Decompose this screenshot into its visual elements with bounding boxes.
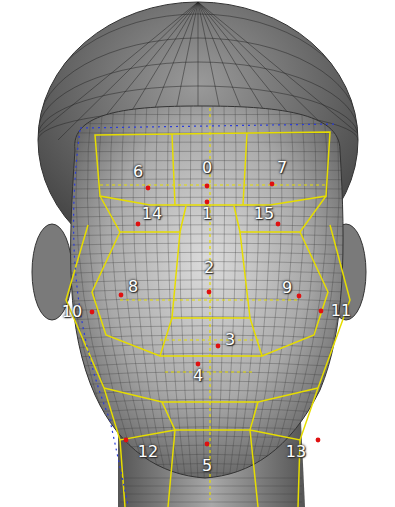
mesh-line [60, 307, 350, 310]
region-number: 3 [225, 331, 235, 349]
mesh-line [190, 100, 198, 485]
contour-dots [80, 124, 336, 128]
feature-point [146, 186, 151, 191]
mesh-line [110, 100, 156, 485]
mesh-line [222, 100, 236, 485]
mesh-line [60, 225, 350, 227]
region-outlines [66, 132, 350, 507]
feature-point [205, 184, 210, 189]
region-number: 13 [286, 443, 306, 461]
mesh-line [247, 100, 282, 485]
mesh-line [156, 100, 180, 485]
region-number: 1 [202, 205, 212, 223]
mesh-line [60, 482, 350, 489]
mesh-line [99, 100, 150, 485]
side-outline [66, 225, 350, 388]
mesh-line [60, 289, 350, 292]
mesh-line [60, 445, 350, 451]
region-number: 5 [202, 457, 212, 475]
mesh-line [259, 100, 305, 485]
feature-point [90, 310, 95, 315]
region-number: 14 [142, 205, 162, 223]
feature-point [270, 182, 275, 187]
mesh-line [60, 252, 350, 254]
mesh-line [60, 114, 350, 115]
region-number: 15 [254, 205, 274, 223]
mesh-line [120, 478, 302, 479]
feature-points [90, 182, 324, 447]
mesh-line [120, 486, 302, 487]
mesh-line [167, 100, 186, 485]
mesh-line [271, 100, 328, 485]
mesh-line [60, 362, 350, 366]
feature-point [136, 222, 141, 227]
feature-point [205, 442, 210, 447]
mesh-line [120, 502, 302, 503]
feature-point [216, 344, 221, 349]
mesh-line [202, 100, 204, 485]
region-number: 2 [204, 259, 214, 277]
mesh-line [120, 494, 302, 495]
mouth-outline [104, 356, 318, 402]
mesh-line [60, 123, 350, 124]
mesh-line [60, 234, 350, 236]
feature-point [276, 222, 281, 227]
mesh-line [60, 178, 350, 180]
neck-mesh [120, 478, 302, 502]
region-number: 6 [133, 163, 143, 181]
forehead-outline [95, 132, 330, 205]
mesh-line [283, 100, 351, 485]
region-number: 8 [128, 278, 138, 296]
feature-point [297, 294, 302, 299]
region-number: 9 [282, 279, 292, 297]
region-number: 10 [62, 303, 82, 321]
mesh-line [60, 104, 350, 106]
mesh-line [60, 197, 350, 198]
mesh-line [60, 188, 350, 189]
mesh-line [253, 100, 294, 485]
feature-point [119, 293, 124, 298]
mesh-line [65, 100, 132, 485]
brow-outline [100, 196, 326, 232]
center-lines [100, 108, 326, 500]
feature-point [207, 290, 212, 295]
mesh-line [216, 100, 224, 485]
region-number: 4 [193, 367, 203, 385]
mesh-line [133, 100, 168, 485]
face-mesh [60, 100, 351, 489]
chin-outline [104, 388, 318, 440]
mesh-line [122, 100, 162, 485]
mesh-line [228, 100, 247, 485]
mesh-line [60, 408, 350, 413]
mesh-line [277, 100, 339, 485]
feature-point [316, 438, 321, 443]
region-number: 7 [277, 159, 287, 177]
mesh-line [60, 151, 350, 152]
region-number: 11 [331, 302, 351, 320]
feature-point [196, 362, 201, 367]
mesh-line [265, 100, 316, 485]
mesh-line [60, 142, 350, 143]
feature-point [319, 309, 324, 314]
region-number: 12 [138, 443, 158, 461]
feature-point [205, 200, 210, 205]
region-number: 0 [202, 159, 212, 177]
mesh-line [76, 100, 138, 485]
guide-line [100, 185, 326, 372]
face-surface [71, 106, 343, 478]
feature-point [124, 438, 129, 443]
mesh-line [60, 436, 350, 442]
nose-outline [172, 232, 250, 318]
neck-outline [120, 430, 300, 507]
